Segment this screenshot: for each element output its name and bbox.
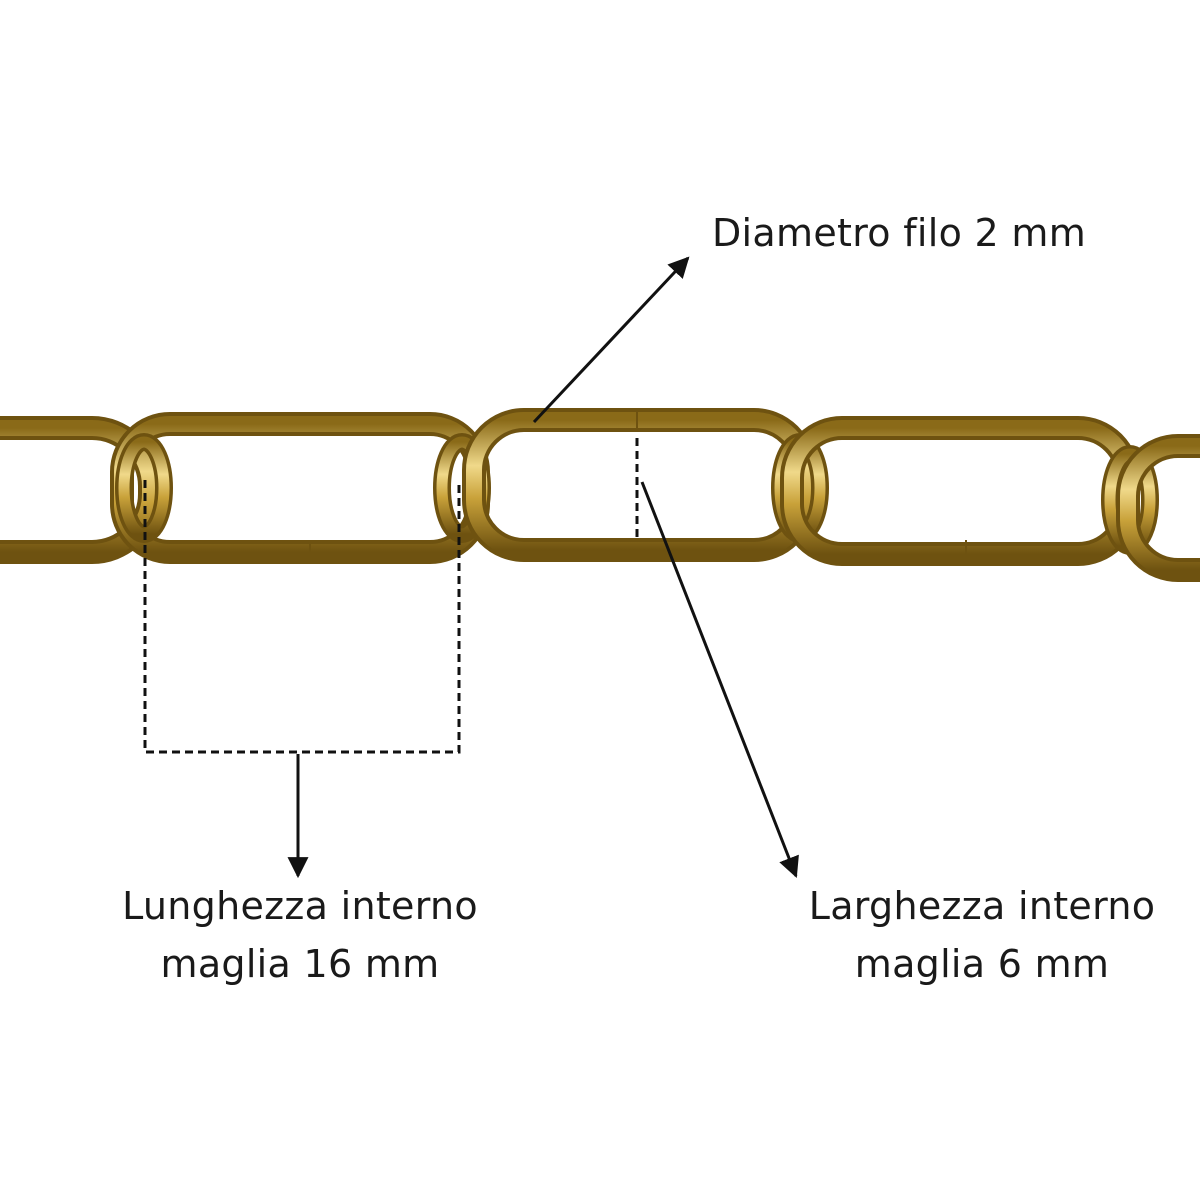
chain-link-3 — [462, 408, 816, 562]
inner-length-label: Lunghezza interno maglia 16 mm — [100, 877, 500, 993]
chain-link-4 — [780, 416, 1140, 566]
inner-length-bracket — [143, 480, 461, 879]
chain — [0, 408, 1200, 582]
inner-width-line-2: maglia 6 mm — [854, 942, 1110, 986]
inner-length-line-1: Lunghezza interno — [122, 884, 478, 928]
inner-width-line-1: Larghezza interno — [808, 884, 1156, 928]
chain-link-left-partial — [0, 416, 162, 564]
chain-link-2 — [110, 412, 490, 564]
wire-diameter-text: Diametro filo 2 mm — [712, 211, 1087, 255]
inner-width-indicator — [635, 438, 799, 878]
inner-width-label: Larghezza interno maglia 6 mm — [782, 877, 1182, 993]
wire-diameter-arrow — [532, 256, 690, 424]
chain-link-right-partial — [1116, 434, 1200, 582]
inner-width-arrow — [640, 481, 799, 878]
inner-length-line-2: maglia 16 mm — [160, 942, 440, 986]
wire-diameter-label: Diametro filo 2 mm — [712, 204, 1086, 262]
